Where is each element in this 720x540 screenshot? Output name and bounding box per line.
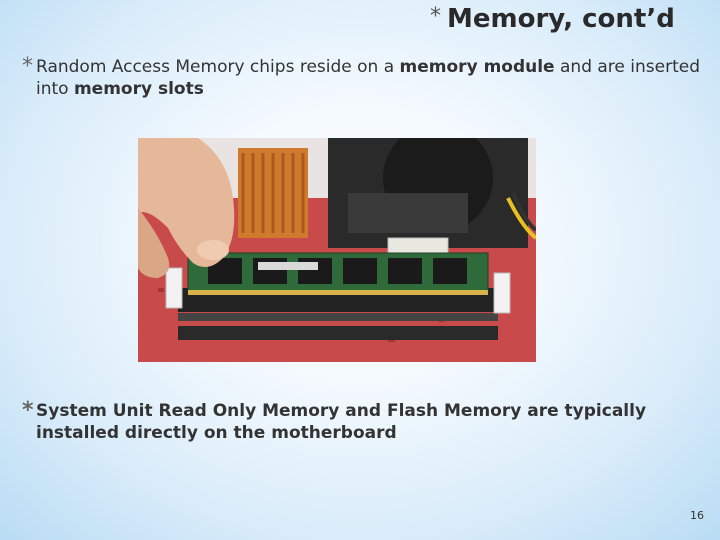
title-asterisk: * (430, 4, 441, 29)
motherboard-illustration (138, 138, 536, 362)
memory-module-photo (138, 138, 536, 362)
bullet-text: Random Access Memory chips reside on a m… (36, 56, 702, 100)
page-number: 16 (690, 509, 704, 522)
bullet-emphasis-memory-module: memory module (399, 57, 555, 77)
bullet-rom-flash: * System Unit Read Only Memory and Flash… (22, 400, 702, 444)
bullet-ram: * Random Access Memory chips reside on a… (22, 56, 702, 100)
bullet-emphasis-memory-slots: memory slots (73, 79, 204, 99)
title-text: Memory, cont’d (447, 4, 675, 34)
slide-title: *Memory, cont’d (430, 4, 720, 34)
bullet-asterisk: * (22, 54, 33, 79)
bullet-text-part: Random Access Memory chips reside on a (36, 57, 400, 77)
bullet-text: System Unit Read Only Memory and Flash M… (36, 401, 647, 443)
bullet-text-part: and are inserted into (36, 57, 700, 99)
bullet-asterisk: * (22, 398, 34, 423)
